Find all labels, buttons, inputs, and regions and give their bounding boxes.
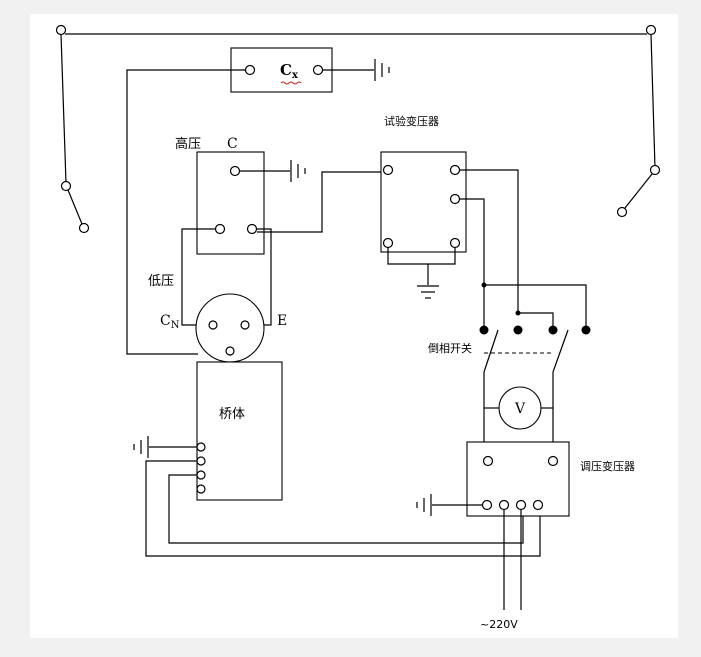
cross-wire-b bbox=[518, 312, 554, 328]
switch-blade-right bbox=[552, 329, 569, 373]
c-label: C bbox=[227, 136, 238, 152]
bridge-supply-wire-2 bbox=[168, 474, 524, 544]
low-voltage-label: 低压 bbox=[148, 274, 174, 289]
low-left-lead bbox=[181, 228, 215, 326]
transformer-output-1 bbox=[460, 169, 519, 313]
low-right-terminal bbox=[246, 223, 258, 235]
reversing-switch bbox=[479, 325, 591, 373]
transformer-ground-icon bbox=[417, 264, 439, 299]
bridge-ground-icon bbox=[133, 436, 197, 458]
cx-to-cn-wire bbox=[126, 69, 245, 355]
high-voltage-label: 高压 bbox=[175, 136, 201, 152]
voltmeter-icon: V bbox=[498, 386, 542, 430]
c-ground-icon bbox=[240, 160, 306, 182]
cx-left-terminal bbox=[244, 64, 256, 76]
paper-background bbox=[30, 14, 678, 638]
cx-right-terminal bbox=[312, 64, 324, 76]
cn-label: CN bbox=[160, 313, 180, 331]
bridge-supply-wire-1 bbox=[145, 460, 541, 557]
c-terminal bbox=[229, 165, 241, 177]
regulator-transformer-label: 调压变压器 bbox=[580, 459, 635, 473]
top-bus-wire bbox=[60, 33, 656, 184]
cx-ground-icon bbox=[323, 59, 390, 81]
measuring-socket bbox=[195, 293, 265, 363]
low-left-terminal bbox=[214, 223, 226, 235]
spellcheck-underline bbox=[280, 81, 302, 85]
test-transformer bbox=[380, 151, 467, 253]
svg-text:V: V bbox=[514, 401, 526, 417]
cx-capacitor: Cx bbox=[230, 47, 333, 93]
low-right-lead bbox=[257, 228, 272, 326]
switch-blade-left bbox=[483, 329, 499, 373]
bridge-body-label: 桥体 bbox=[219, 407, 245, 422]
test-transformer-label: 试验变压器 bbox=[384, 114, 439, 128]
bridge-body bbox=[196, 361, 283, 501]
e-label: E bbox=[277, 313, 287, 329]
transformer-ground-wire bbox=[387, 248, 456, 265]
supply-label: ~220V bbox=[480, 618, 518, 631]
hv-lead-wire bbox=[257, 171, 382, 233]
regulator-transformer bbox=[466, 441, 570, 517]
cross-wire-a bbox=[484, 284, 587, 328]
left-knife-switch bbox=[55, 24, 90, 234]
right-knife-switch bbox=[616, 24, 661, 218]
regulator-ground-icon bbox=[416, 494, 482, 516]
reversing-switch-label: 倒相开关 bbox=[428, 341, 472, 355]
cx-label: Cx bbox=[280, 61, 299, 81]
standard-capacitor bbox=[196, 151, 265, 255]
